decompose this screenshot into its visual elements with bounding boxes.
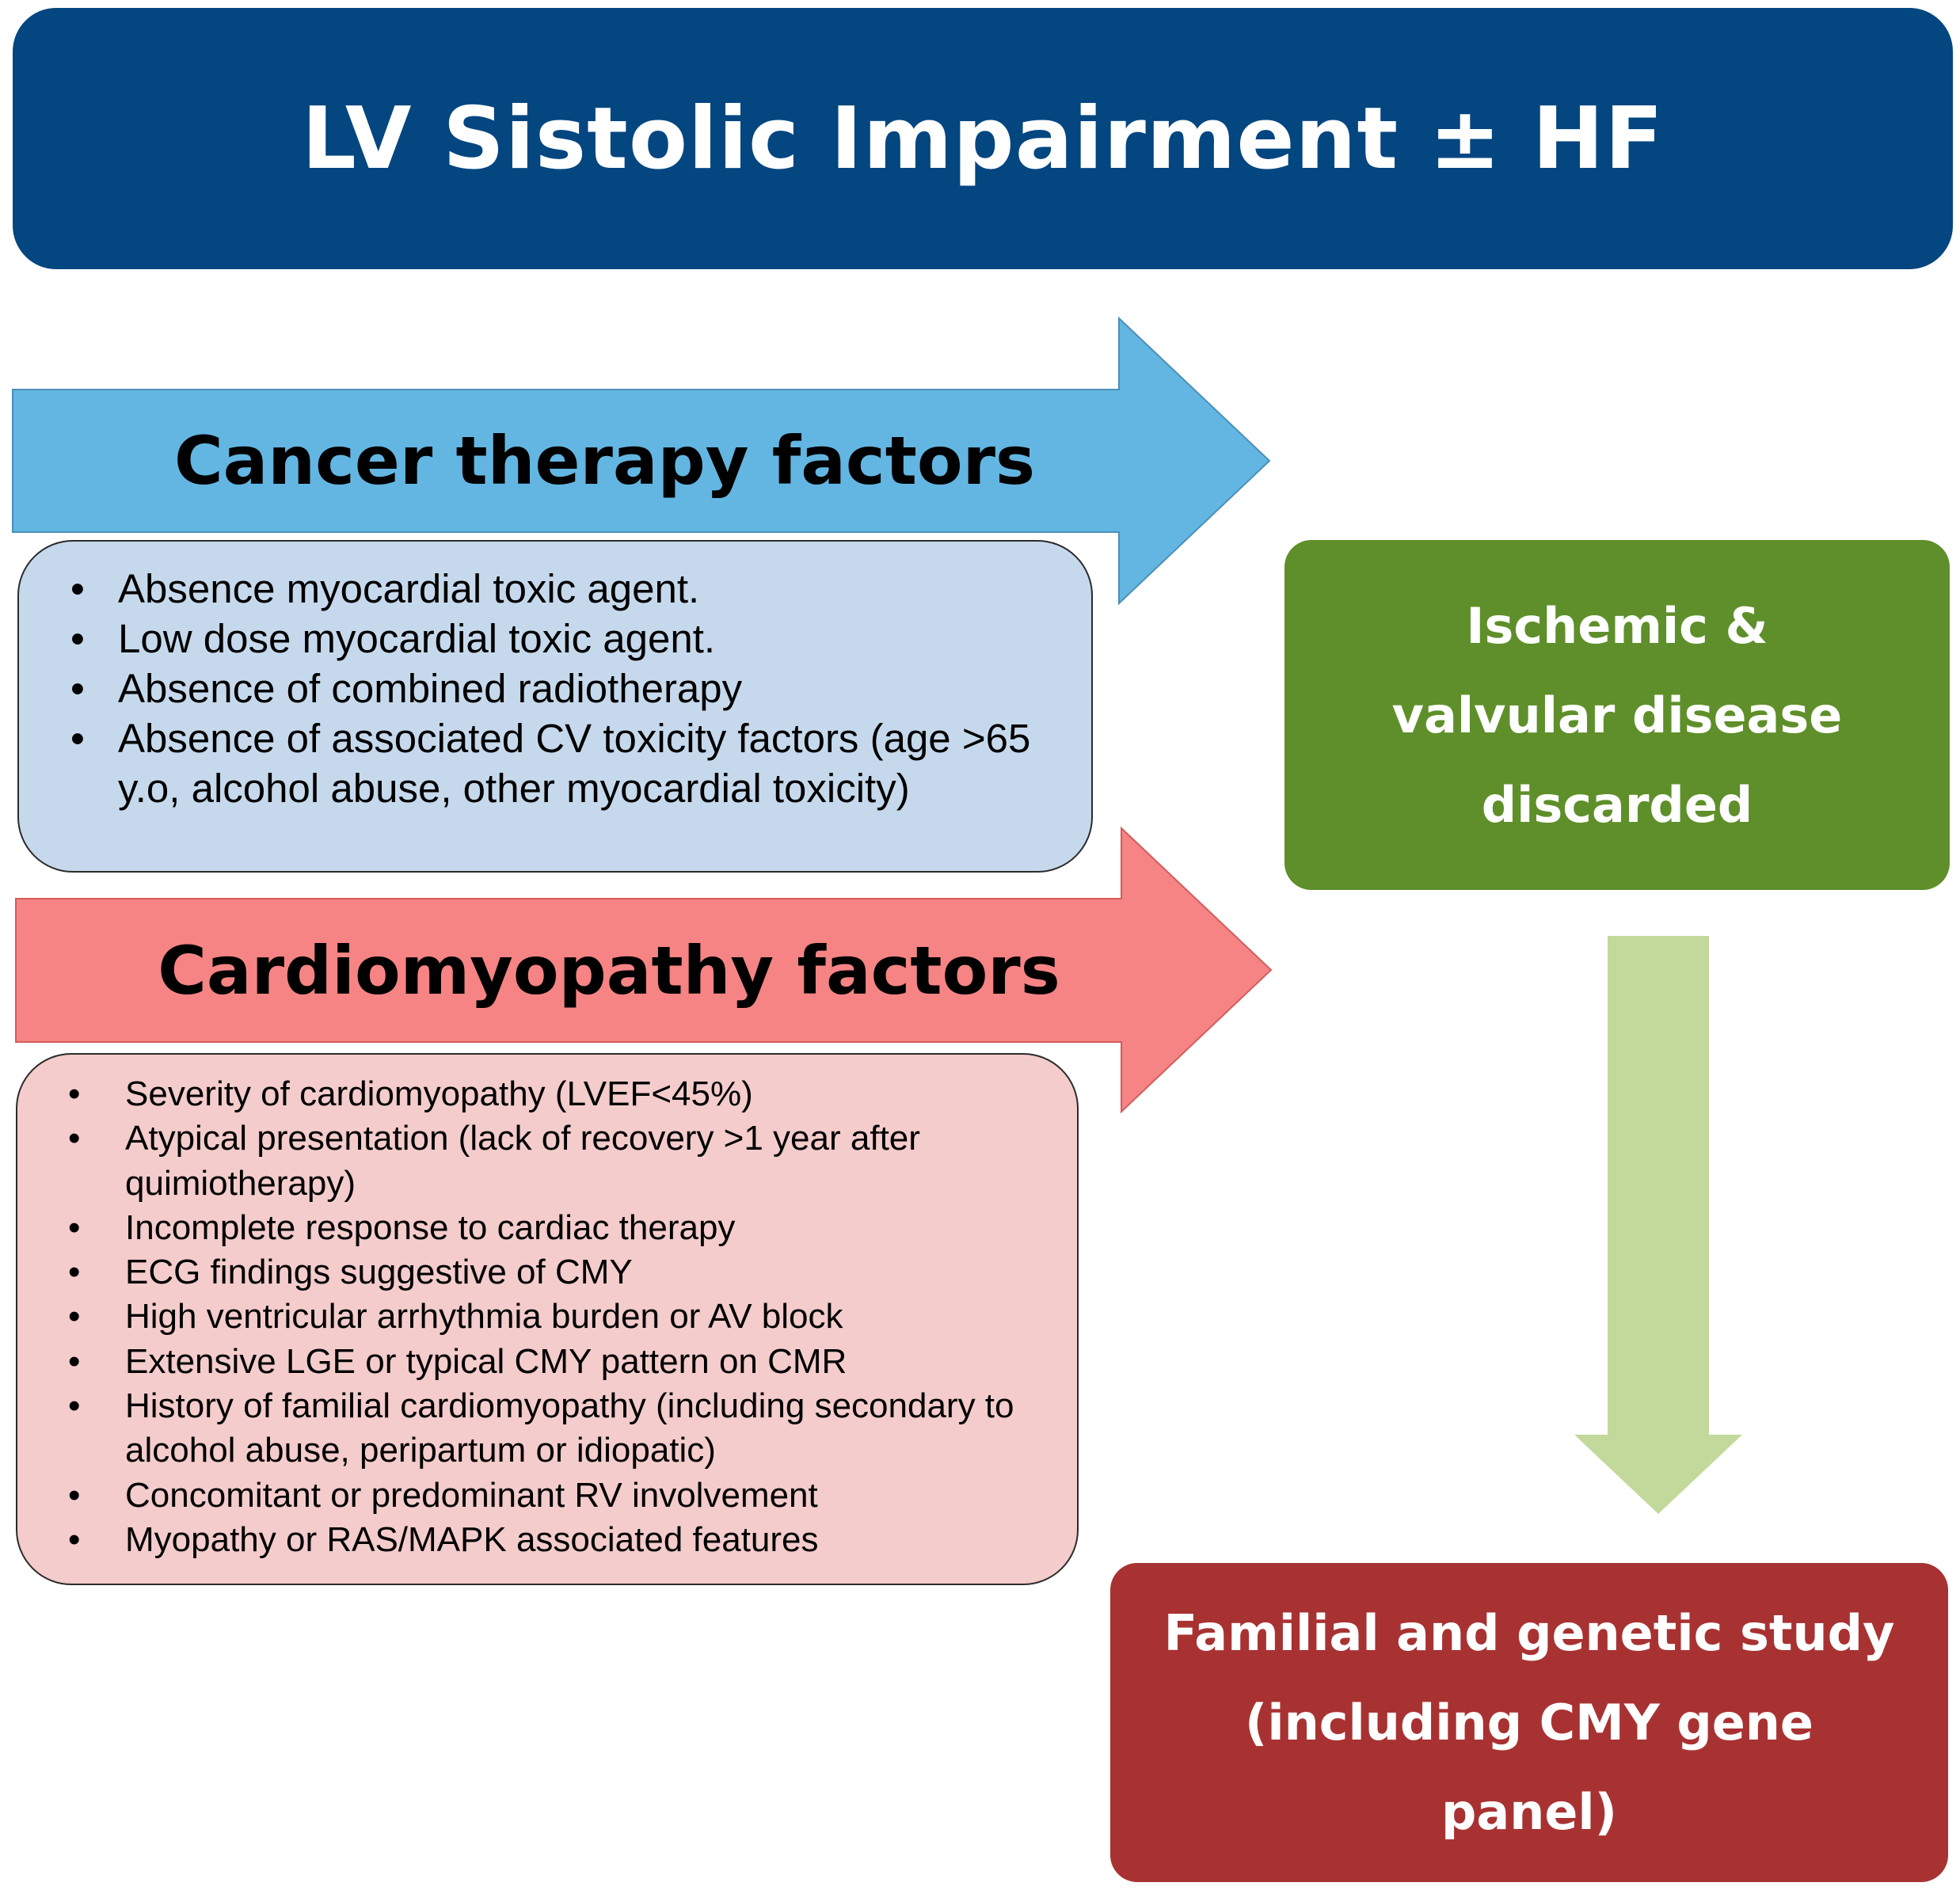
down-arrow — [1574, 936, 1742, 1514]
cancer-title: Cancer therapy factors — [173, 422, 1036, 500]
list-item: High ventricular arrhythmia burden or AV… — [68, 1295, 1061, 1340]
list-item: Absence of associated CV toxicity factor… — [70, 713, 1075, 813]
list-item: Absence of combined radiotherapy — [70, 664, 1075, 713]
cancer-arrow — [12, 316, 1271, 606]
list-item: Extensive LGE or typical CMY pattern on … — [68, 1340, 1061, 1385]
list-item: Incomplete response to cardiac therapy — [68, 1206, 1061, 1251]
cancer-factors-box: Absence myocardial toxic agent. Low dose… — [17, 540, 1093, 873]
list-item: Concomitant or predominant RV involvemen… — [68, 1474, 1061, 1519]
list-item: Low dose myocardial toxic agent. — [70, 614, 1075, 664]
ischemic-discarded-box: Ischemic & valvular disease discarded — [1284, 540, 1950, 890]
ischemic-text: Ischemic & valvular disease discarded — [1391, 596, 1843, 834]
cmy-arrow — [15, 826, 1273, 1114]
genetic-study-box: Familial and genetic study (including CM… — [1110, 1563, 1948, 1882]
list-item: Absence myocardial toxic agent. — [70, 564, 1075, 614]
cmy-factors-list: Severity of cardiomyopathy (LVEF<45%) At… — [68, 1072, 1061, 1563]
cmy-title: Cardiomyopathy factors — [158, 931, 1060, 1010]
list-item: Atypical presentation (lack of recovery … — [68, 1116, 1061, 1206]
list-item: ECG findings suggestive of CMY — [68, 1250, 1061, 1295]
genetic-text: Familial and genetic study (including CM… — [1163, 1604, 1895, 1841]
cmy-factors-box: Severity of cardiomyopathy (LVEF<45%) At… — [16, 1053, 1079, 1585]
list-item: Myopathy or RAS/MAPK associated features — [68, 1518, 1061, 1563]
header-title: LV Sistolic Impairment ± HF — [301, 89, 1665, 188]
cancer-factors-list: Absence myocardial toxic agent. Low dose… — [70, 564, 1075, 813]
header-banner: LV Sistolic Impairment ± HF — [13, 8, 1953, 269]
list-item: Severity of cardiomyopathy (LVEF<45%) — [68, 1072, 1061, 1117]
cmy-arrow-label: Cardiomyopathy factors — [16, 899, 1202, 1042]
list-item: History of familial cardiomyopathy (incl… — [68, 1384, 1061, 1474]
cancer-arrow-label: Cancer therapy factors — [13, 390, 1197, 532]
